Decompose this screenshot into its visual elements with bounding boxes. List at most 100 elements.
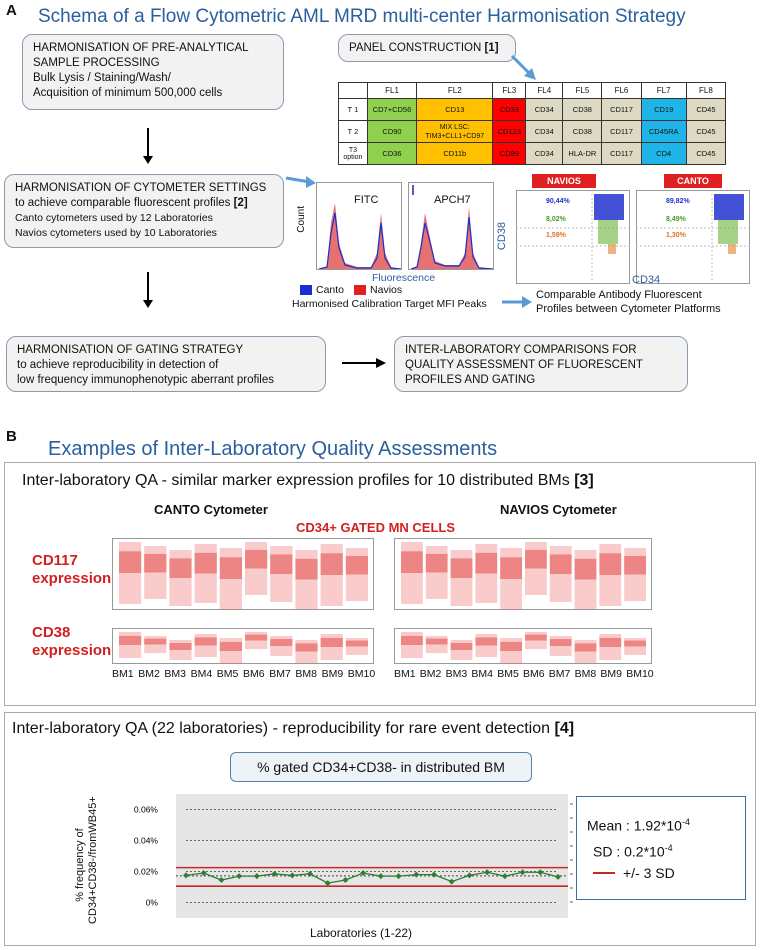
data-point	[324, 880, 331, 887]
bm-band	[194, 634, 217, 657]
cd117-label: CD117 expression	[32, 552, 111, 588]
box-preanalytical-line2: SAMPLE PROCESSING	[33, 57, 160, 69]
bm-band-core	[574, 643, 597, 652]
bm-band	[270, 546, 293, 602]
bm-band-core	[401, 635, 423, 645]
arrow-down-1	[143, 128, 153, 164]
arrow-to-histogram	[285, 176, 316, 188]
timeplot-frame	[112, 628, 374, 664]
timeplot-frame	[112, 538, 374, 610]
qa2-subtitle: % gated CD34+CD38- in distributed BM	[257, 759, 505, 775]
bm-band-core	[574, 558, 597, 580]
qa2-ylabel-wrap: % frequency of CD34+CD38-/fromWB45+	[72, 796, 102, 924]
bm-band	[450, 640, 473, 660]
bm-band	[574, 550, 597, 609]
table-cell: T3 option	[338, 142, 368, 165]
panel-b-title: Examples of Inter-Laboratory Quality Ass…	[48, 438, 498, 460]
data-point	[519, 869, 526, 876]
data-point	[307, 870, 313, 877]
histogram-caption: Harmonised Calibration Target MFI Peaks	[292, 298, 487, 310]
qa1-title-wrap: Inter-laboratory QA - similar marker exp…	[22, 472, 594, 490]
stats-legend: +/- 3 SD	[587, 862, 735, 884]
bm-band	[245, 542, 268, 595]
y-tick-label: 0.06%	[134, 805, 159, 815]
bm-label: BM10	[347, 668, 376, 680]
bm-band-core	[270, 554, 293, 574]
table-cell: CD33	[492, 98, 527, 121]
bm-band	[624, 548, 646, 601]
box-preanalytical-line4: Acquisition of minimum 500,000 cells	[33, 87, 223, 99]
bm-band	[475, 544, 498, 603]
bm-band	[500, 638, 522, 664]
bm-band	[549, 636, 572, 656]
bm-band	[169, 640, 192, 660]
table-header-cell: FL1	[366, 82, 418, 99]
bm-band-core	[270, 639, 293, 646]
series-line	[185, 871, 559, 884]
bm-band	[401, 542, 423, 604]
qa2-ylabel: % frequency of CD34+CD38-/fromWB45+	[74, 796, 99, 924]
bm-band-core	[345, 640, 368, 647]
data-point	[183, 872, 189, 879]
stats-legend-label: +/- 3 SD	[623, 865, 675, 882]
bm-band	[500, 548, 522, 610]
stats-legend-line	[593, 872, 615, 875]
table-cell: CD90	[366, 120, 418, 143]
bm-band-core	[245, 634, 268, 641]
table-cell: CD45RA	[640, 120, 687, 143]
data-point	[395, 873, 402, 880]
bm-band-core	[144, 553, 167, 573]
bm-band-core	[194, 637, 217, 646]
bm-label: BM10	[626, 668, 654, 680]
bm-band-core	[475, 637, 498, 646]
bm-band-core	[169, 643, 192, 650]
table-cell: CD4	[640, 142, 687, 165]
box-gating-line3: low frequency immunophenotypic aberrant …	[17, 374, 274, 386]
bm-band-core	[245, 549, 268, 569]
bm-band	[270, 636, 293, 656]
box-preanalytical-line1: HARMONISATION OF PRE-ANALYTICAL	[33, 42, 249, 54]
table-header-cell: FL7	[640, 82, 687, 99]
bm-band-core	[450, 643, 473, 650]
box-cytometer-line3: Canto cytometers used by 12 Laboratories	[15, 212, 213, 224]
marker-panel-table: FL1 FL2 FL3 FL4 FL5 FL6 FL7 FL8 T 1 CD7+…	[338, 82, 727, 165]
table-header-cell: FL4	[525, 82, 564, 99]
bm-band	[345, 638, 368, 655]
data-point	[360, 870, 367, 877]
y-tick-label: 0.02%	[134, 867, 159, 877]
table-header-cell: FL8	[685, 82, 727, 99]
table-cell: CD117	[601, 142, 642, 165]
table-cell: CD45	[685, 120, 727, 143]
canto-cd38-timeplot	[112, 628, 374, 664]
bm-band-core	[320, 553, 343, 575]
box-cytometer-ref: [2]	[233, 197, 248, 209]
data-point	[448, 878, 455, 885]
y-tick-label: 0%	[146, 898, 159, 908]
table-cell: CD34	[525, 142, 564, 165]
bm-band	[525, 542, 547, 595]
dotplot-xlabel: CD34	[632, 274, 661, 286]
table-cell: CD123	[492, 120, 527, 143]
cd117-label-line1: CD117	[32, 552, 78, 569]
panel-a-title: Schema of a Flow Cytometric AML MRD mult…	[38, 6, 686, 27]
data-point	[271, 870, 278, 877]
bm-band-core	[295, 558, 318, 580]
navios-tag: NAVIOS	[532, 174, 596, 188]
bm-band	[599, 634, 622, 660]
bm-band	[194, 544, 217, 603]
bm-band	[574, 640, 597, 663]
box-preanalytical: HARMONISATION OF PRE-ANALYTICAL SAMPLE P…	[22, 34, 284, 110]
bm-band	[245, 632, 268, 649]
bm-band-core	[219, 557, 242, 579]
bm-band	[119, 632, 142, 658]
bm-label: BM8	[574, 668, 597, 680]
table-cell: CD45	[685, 98, 727, 121]
legend-label-canto: Canto	[316, 284, 345, 296]
bm-band-core	[624, 640, 646, 647]
bm-label: BM4	[190, 668, 213, 680]
bm-band-core	[624, 555, 646, 575]
canto-tag: CANTO	[664, 174, 722, 188]
legend-swatch-navios	[354, 285, 367, 295]
bm-band-core	[345, 555, 368, 575]
